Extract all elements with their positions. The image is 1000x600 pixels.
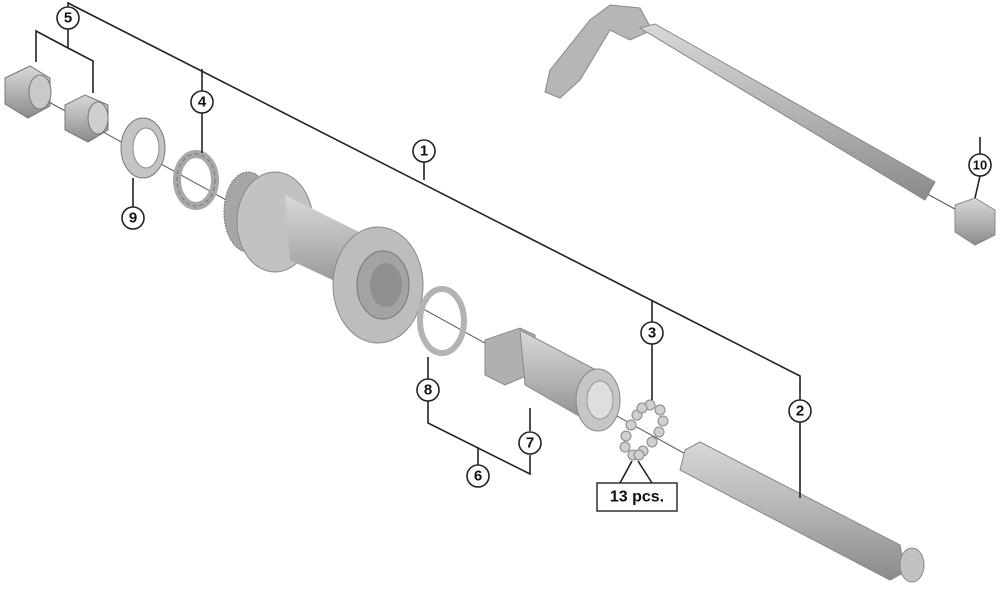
callout-label: 1: [420, 143, 428, 160]
hub-axle: [679, 441, 925, 583]
callout-label: 10: [973, 158, 987, 173]
callout-label: 5: [64, 10, 72, 27]
hub-body: [223, 171, 424, 344]
callout-label: 8: [424, 382, 432, 399]
callout-label: 4: [198, 94, 207, 111]
leader-lines: [35, 2, 981, 498]
bearing-balls: [619, 399, 669, 461]
callout-4: 4: [190, 90, 214, 114]
callout-label: 7: [526, 435, 534, 452]
end-cap-right: [64, 94, 109, 143]
freehub-body: [484, 327, 621, 432]
callout-label: 6: [474, 468, 482, 485]
callout-2: 2: [788, 399, 812, 423]
bearing-retainer: [173, 150, 219, 210]
callout-1: 1: [412, 139, 436, 163]
callout-8: 8: [416, 378, 440, 402]
callout-5: 5: [56, 6, 80, 30]
callout-7: 7: [518, 431, 542, 455]
end-cap-left: [4, 65, 52, 119]
callout-label: 9: [129, 210, 137, 227]
callout-label: 3: [648, 325, 656, 342]
axle-nut: [954, 197, 996, 246]
callout-6: 6: [466, 464, 490, 488]
quantity-note-box: 13 pcs.: [596, 482, 678, 512]
callout-3: 3: [640, 321, 664, 345]
callout-9: 9: [121, 206, 145, 230]
callout-label: 2: [796, 403, 804, 420]
seal-ring: [120, 117, 166, 179]
callout-10: 10: [968, 153, 992, 177]
thru-axle: [544, 4, 936, 201]
quantity-note-text: 13 pcs.: [610, 489, 664, 506]
spacer-ring: [417, 286, 467, 356]
